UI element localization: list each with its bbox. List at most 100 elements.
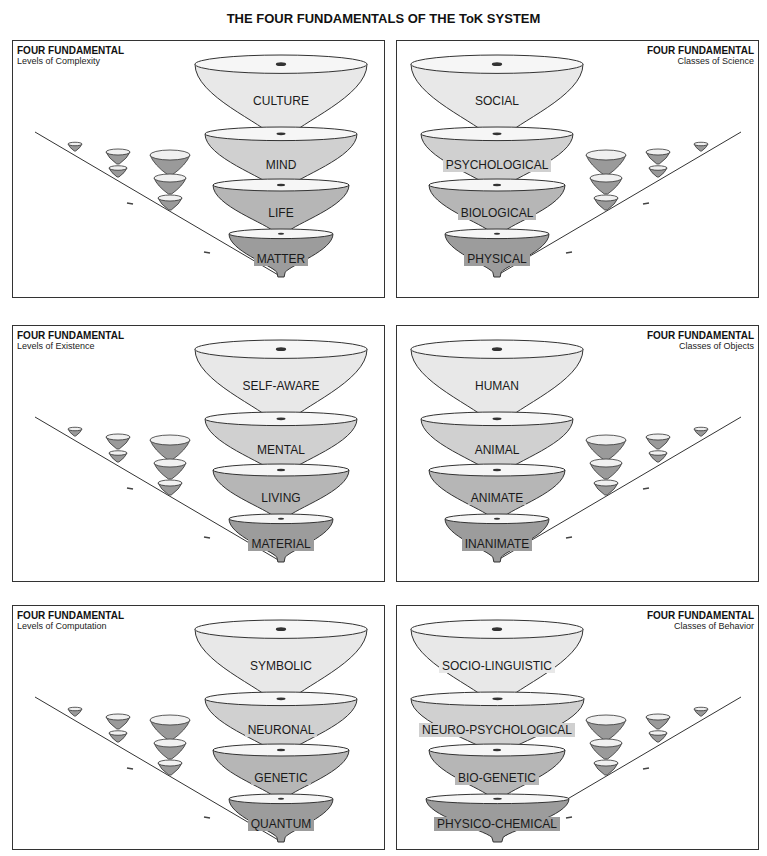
funnel-rim: [205, 692, 357, 706]
funnel-cone: [421, 134, 573, 195]
panel-heading-title: FOUR FUNDAMENTAL: [647, 330, 754, 341]
diagram-title: THE FOUR FUNDAMENTALS OF THE ToK SYSTEM: [0, 11, 767, 26]
funnel-hole: [493, 749, 501, 751]
funnel-cone: [205, 699, 357, 760]
funnel-label: ANIMAL: [472, 443, 523, 457]
panel-heading-subtitle: Levels of Existence: [17, 341, 124, 352]
funnel-cone: [229, 799, 333, 842]
funnel-hole: [493, 798, 502, 800]
funnel-rim: [426, 794, 569, 804]
funnel-cone: [411, 699, 584, 760]
panel-heading-subtitle: Classes of Objects: [647, 341, 754, 352]
funnel-hole: [278, 233, 284, 235]
panel-heading-title: FOUR FUNDAMENTAL: [17, 610, 124, 621]
funnel-label: QUANTUM: [248, 817, 315, 831]
funnel-cone: [195, 629, 367, 712]
funnel-label: INANIMATE: [462, 537, 532, 551]
funnel-rim: [229, 514, 333, 524]
funnel-rim: [445, 229, 549, 239]
funnel-label: SOCIAL: [472, 94, 522, 108]
funnel-rim: [213, 744, 349, 756]
funnel-rim: [195, 55, 367, 73]
funnel-cone: [213, 750, 349, 804]
funnel-cone: [213, 470, 349, 524]
funnel-cone: [445, 234, 549, 277]
funnel-label: LIFE: [265, 206, 296, 220]
funnel-label: SOCIO-LINGUISTIC: [439, 659, 555, 673]
funnel-rim: [421, 412, 573, 426]
funnel-hole: [494, 233, 500, 235]
funnel-hole: [492, 132, 501, 135]
funnel-cone: [421, 419, 573, 480]
funnel-cone: [213, 185, 349, 239]
funnel-node: PHYSICAL: [445, 229, 549, 277]
funnel-hole: [278, 798, 284, 800]
funnel-rim: [411, 692, 584, 706]
funnel-label: NEURO-PSYCHOLOGICAL: [419, 723, 575, 737]
panel-box: FOUR FUNDAMENTALClasses of ObjectsHUMAN A…: [396, 325, 759, 582]
funnel-hole: [277, 184, 285, 186]
funnel-hole: [493, 469, 501, 471]
funnel-hole: [492, 627, 502, 631]
funnel-hole: [492, 417, 501, 420]
funnel-rim: [429, 464, 565, 476]
funnel-rim: [213, 179, 349, 191]
funnel-hole: [276, 132, 285, 135]
funnel-rim: [445, 514, 549, 524]
funnel-cone: [205, 134, 357, 195]
funnel-rim: [205, 412, 357, 426]
funnel-rim: [429, 744, 565, 756]
funnel-node: PHYSICO-CHEMICAL: [426, 794, 569, 842]
funnel-cone: [195, 349, 367, 432]
funnel-cone: [205, 419, 357, 480]
funnel-rim: [421, 127, 573, 141]
funnel-cone: [195, 64, 367, 147]
panel-heading: FOUR FUNDAMENTALClasses of Behavior: [647, 610, 754, 632]
panel-heading-subtitle: Classes of Behavior: [647, 621, 754, 632]
panel-box: FOUR FUNDAMENTALClasses of ScienceSOCIAL…: [396, 40, 759, 298]
funnel-rim: [195, 340, 367, 358]
panel-heading-title: FOUR FUNDAMENTAL: [647, 610, 754, 621]
funnel-rim: [429, 179, 565, 191]
funnel-cone: [229, 234, 333, 277]
funnel-label: SELF-AWARE: [239, 379, 322, 393]
funnel-label: PHYSICAL: [464, 252, 529, 266]
funnel-rim: [229, 229, 333, 239]
funnel-node: QUANTUM: [229, 794, 333, 842]
funnel-cone: [229, 519, 333, 562]
funnel-label: MENTAL: [254, 443, 308, 457]
funnel-hole: [492, 347, 502, 351]
funnel-label: BIOLOGICAL: [458, 206, 537, 220]
funnel-rim: [411, 620, 583, 638]
funnel-node: MATTER: [229, 229, 333, 277]
funnel-label: MATERIAL: [248, 537, 313, 551]
panel-heading-title: FOUR FUNDAMENTAL: [17, 45, 124, 56]
funnel-label: MIND: [263, 158, 300, 172]
panel-heading: FOUR FUNDAMENTALLevels of Existence: [17, 330, 124, 352]
funnel-hole: [494, 518, 500, 520]
panel-heading: FOUR FUNDAMENTALLevels of Computation: [17, 610, 124, 632]
funnel-rim: [411, 55, 583, 73]
panel-heading-title: FOUR FUNDAMENTAL: [647, 45, 754, 56]
funnel-label: ANIMATE: [468, 491, 526, 505]
funnel-cone: [429, 470, 565, 524]
funnel-label: NEURONAL: [245, 723, 318, 737]
funnel-hole: [276, 62, 286, 66]
funnel-label: CULTURE: [250, 94, 312, 108]
funnel-node: INANIMATE: [445, 514, 549, 562]
funnel-hole: [492, 697, 502, 700]
funnel-hole: [276, 697, 285, 700]
funnel-hole: [276, 347, 286, 351]
funnel-cone: [411, 629, 583, 712]
funnel-label: HUMAN: [472, 379, 522, 393]
funnel-hole: [276, 417, 285, 420]
panel-box: FOUR FUNDAMENTALLevels of ComplexityCULT…: [12, 40, 385, 298]
funnel-hole: [277, 749, 285, 751]
panel-box: FOUR FUNDAMENTALClasses of BehaviorSOCIO…: [396, 605, 759, 850]
funnel-hole: [493, 184, 501, 186]
funnel-label: PHYSICO-CHEMICAL: [434, 817, 560, 831]
panel-heading-subtitle: Levels of Computation: [17, 621, 124, 632]
funnel-rim: [213, 464, 349, 476]
